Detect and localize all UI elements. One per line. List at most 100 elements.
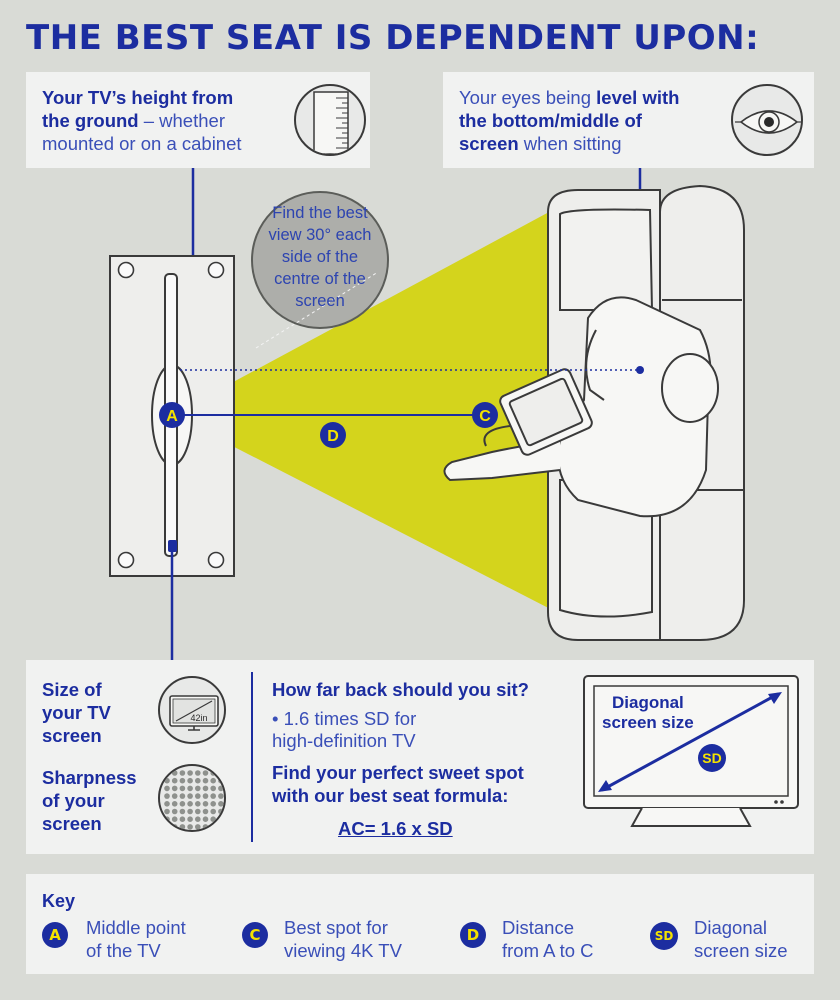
pixel-dot: [210, 816, 216, 822]
ruler-icon: [294, 84, 366, 156]
tv-label-line1: Diagonal: [612, 693, 684, 712]
pixel-dot: [195, 808, 201, 815]
pixel-dot: [171, 777, 178, 784]
size-text-line: your TV: [42, 702, 111, 723]
badge-d: D: [327, 428, 339, 445]
pixel-dot: [195, 777, 201, 784]
tv-size-icon: 42in: [158, 676, 226, 744]
pixel-dot: [202, 793, 209, 799]
pixel-dot: [210, 801, 216, 807]
key-badge-sd: SD: [650, 922, 678, 950]
pixel-dot: [164, 785, 170, 792]
pixel-dot: [210, 793, 216, 799]
pixel-dot: [195, 770, 201, 776]
pixel-dot: [171, 816, 178, 822]
key-item-d-line1: Distance: [502, 917, 574, 938]
tv-diagonal-graphic: Diagonal screen size SD: [583, 675, 799, 827]
tv-height-line1: Your TV’s height from: [42, 87, 234, 108]
pixel-dot: [195, 816, 201, 822]
pixel-dot: [218, 793, 224, 799]
pixel-dot: [218, 808, 224, 815]
pixel-dot: [202, 808, 209, 815]
key-item-d-line2: from A to C: [502, 940, 594, 961]
sharpness-text: Sharpness of your screen: [42, 766, 137, 835]
eye-level-line3-rest: when sitting: [518, 133, 622, 154]
pixel-dot: [171, 808, 178, 815]
sharpness-text-line: Sharpness: [42, 767, 137, 788]
key-item-sd-line2: screen size: [694, 940, 788, 961]
sharpness-text-line: screen: [42, 813, 102, 834]
pixel-dot: [171, 793, 178, 799]
angle-note-line: centre of the: [274, 270, 366, 288]
tv-height-line2-rest: – whether: [138, 110, 225, 131]
angle-note-line: Find the best: [272, 204, 368, 222]
formula-heading-1: Find your perfect sweet spot: [272, 762, 524, 783]
key-badge-a: A: [42, 922, 68, 948]
pixel-dot: [195, 801, 201, 807]
angle-note-line: screen: [295, 292, 345, 310]
pixel-grid: [164, 770, 224, 830]
pixel-dot: [202, 816, 209, 822]
key-badge-d: D: [460, 922, 486, 948]
size-text-line: screen: [42, 725, 102, 746]
key-item-c-line1: Best spot for: [284, 917, 388, 938]
pixel-dot: [202, 824, 209, 830]
pixel-dot: [218, 801, 224, 807]
pixel-dot: [171, 770, 178, 776]
angle-magnifier: [251, 191, 389, 329]
pixel-dot: [202, 770, 209, 776]
tv-height-panel: Your TV’s height from the ground – wheth…: [26, 72, 370, 168]
formula-heading-2: with our best seat formula:: [272, 785, 509, 806]
key-item-a-line1: Middle point: [86, 917, 186, 938]
tv-size-icon-label: 42in: [190, 713, 207, 723]
info-panel: Size of your TV screen 42in Sharpness of…: [26, 660, 814, 854]
pixel-dot: [195, 793, 201, 799]
pixel-dot: [218, 770, 224, 776]
pixel-grid-icon: [158, 764, 226, 832]
angle-note-line: side of the: [281, 248, 359, 266]
seated-person: [443, 296, 719, 518]
eye-level-line1: Your eyes being level with: [459, 86, 679, 109]
pixel-dot: [187, 816, 193, 822]
how-far-bullet-1: • 1.6 times SD for: [272, 708, 417, 729]
pixel-dot: [202, 785, 209, 792]
pixel-dot: [210, 770, 216, 776]
key-title: Key: [42, 891, 76, 911]
eye-level-line1-bold: level with: [596, 87, 680, 108]
viewing-cone: [172, 205, 562, 615]
pixel-dot: [171, 824, 178, 830]
pixel-dot: [179, 785, 186, 792]
key-item-c-line2: viewing 4K TV: [284, 940, 402, 961]
pixel-dot: [202, 777, 209, 784]
pixel-dot: [179, 770, 186, 776]
key-badge-c: C: [242, 922, 268, 948]
pixel-dot: [179, 816, 186, 822]
pixel-dot: [179, 808, 186, 815]
badge-c: C: [479, 408, 491, 425]
tv-label-line2: screen size: [602, 713, 694, 732]
pixel-dot: [195, 785, 201, 792]
pixel-dot: [218, 777, 224, 784]
eye-level-line3: screen when sitting: [459, 132, 622, 155]
pixel-dot: [187, 801, 193, 807]
angle-note-line: view 30° each: [268, 226, 372, 244]
how-far-heading: How far back should you sit?: [272, 679, 529, 700]
eye-level-line1-start: Your eyes being: [459, 87, 597, 108]
pixel-dot: [218, 816, 224, 822]
pixel-dot: [164, 808, 170, 815]
sharpness-text-line: of your: [42, 790, 105, 811]
tv-height-line3: mounted or on a cabinet: [42, 133, 242, 154]
pixel-dot: [171, 785, 178, 792]
pixel-dot: [164, 824, 170, 830]
pixel-dot: [210, 777, 216, 784]
badge-sd: SD: [702, 750, 721, 766]
size-text-line: Size of: [42, 679, 102, 700]
pixel-dot: [179, 801, 186, 807]
pixel-dot: [187, 785, 193, 792]
key-item-sd-line1: Diagonal: [694, 917, 768, 938]
vertical-divider: [251, 672, 253, 842]
eye-level-line2: the bottom/middle of: [459, 110, 642, 131]
tv-height-line2-bold: the ground: [42, 110, 139, 131]
pixel-dot: [179, 824, 186, 830]
badge-a: A: [166, 408, 178, 425]
